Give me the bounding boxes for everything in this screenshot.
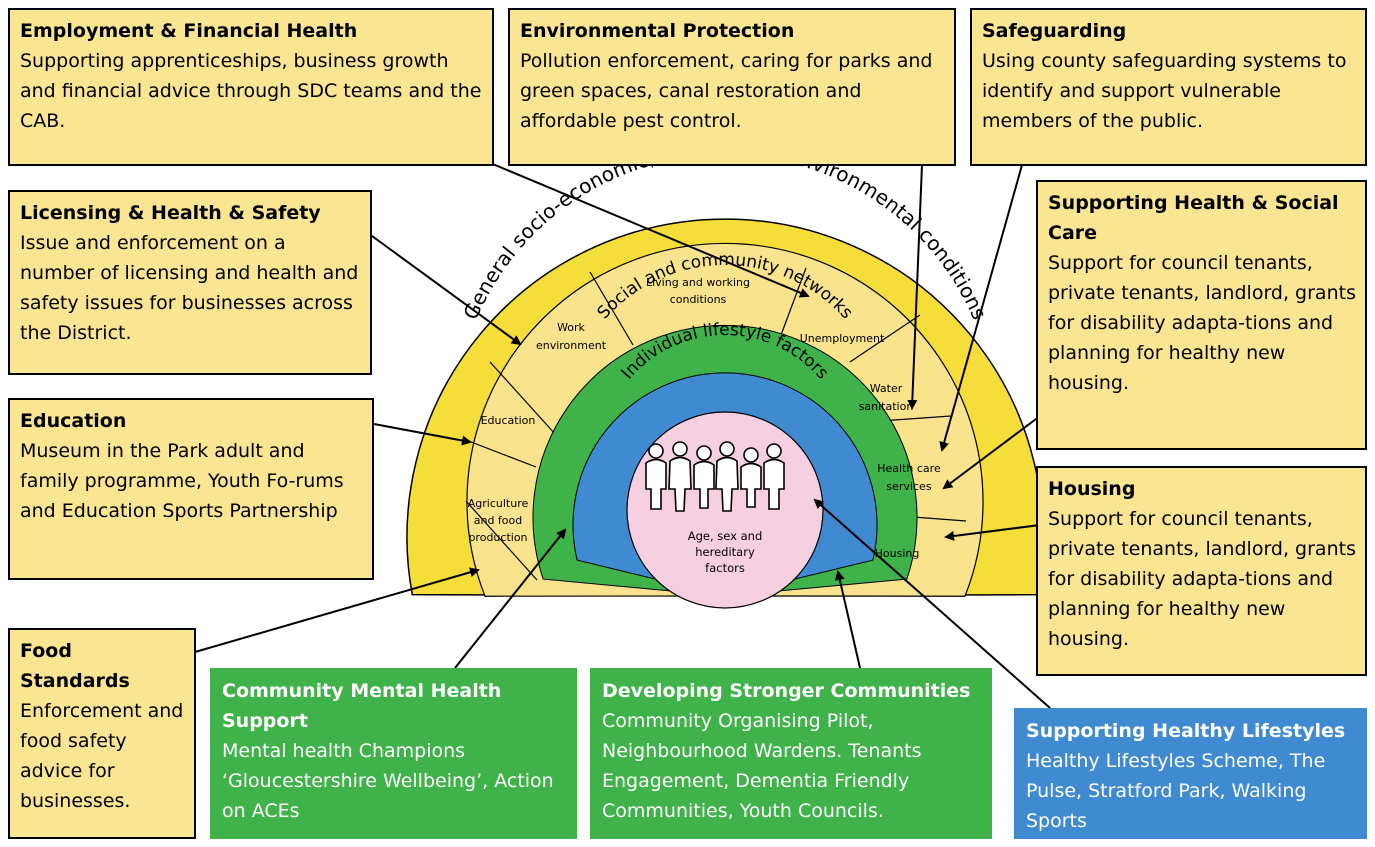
arrow-licensing (371, 235, 522, 346)
sector-housing: Housing (875, 547, 920, 560)
mental-health-box: Community Mental Health Support Mental h… (210, 668, 577, 839)
healthy-lifestyles-box: Supporting Healthy Lifestyles Healthy Li… (1014, 708, 1367, 839)
health-social-care-title: Supporting Health & Social Care (1048, 192, 1339, 244)
safeguarding-body: Using county safeguarding systems to ide… (982, 50, 1347, 132)
environmental-body: Pollution enforcement, caring for parks … (520, 50, 933, 132)
licensing-body: Issue and enforcement on a number of lic… (20, 232, 359, 344)
sector-work-line-1: Work (557, 321, 585, 334)
arrow-environmental (907, 164, 923, 410)
arrow-education (373, 423, 472, 446)
sector-water-line-1: Water (870, 382, 903, 395)
sector-education: Education (481, 414, 536, 427)
arrow-food (194, 567, 480, 653)
core-label-line-1: Age, sex and (688, 529, 763, 543)
arrow-health-social-care (942, 409, 1049, 490)
housing-box: Housing Support for council tenants, pri… (1036, 466, 1367, 676)
stronger-communities-title: Developing Stronger Communities (602, 680, 971, 702)
environmental-box: Environmental Protection Pollution enfor… (508, 8, 956, 166)
sector-agriculture-line-1: Agriculture (468, 497, 529, 510)
arrow-communities (834, 570, 861, 669)
sector-work-line-2: environment (536, 339, 607, 352)
employment-title: Employment & Financial Health (20, 20, 358, 42)
sector-healthcare-line-1: Health care (877, 462, 941, 475)
sector-healthcare-line-2: services (886, 480, 931, 493)
arrow-housing (944, 524, 1041, 541)
healthy-lifestyles-body: Healthy Lifestyles Scheme, The Pulse, St… (1026, 750, 1326, 832)
arrow-lifestyles (813, 498, 1051, 709)
sector-agriculture-line-2: and food (474, 514, 523, 527)
arrow-safeguarding (939, 164, 1023, 452)
employment-box: Employment & Financial Health Supporting… (8, 8, 494, 166)
sector-living-line-2: conditions (670, 293, 727, 306)
food-standards-box: Food Standards Enforcement and food safe… (8, 628, 196, 839)
sector-agriculture-line-3: production (468, 531, 527, 544)
mental-health-title: Community Mental Health Support (222, 680, 502, 732)
mental-health-body: Mental health Champions ‘Gloucestershire… (222, 740, 554, 822)
education-body: Museum in the Park adult and family prog… (20, 440, 344, 522)
sector-living-line-1: Living and working (646, 276, 750, 289)
core-label-line-3: factors (705, 561, 745, 575)
stronger-communities-body: Community Organising Pilot, Neighbourhoo… (602, 710, 922, 822)
healthy-lifestyles-title: Supporting Healthy Lifestyles (1026, 720, 1346, 742)
housing-body: Support for council tenants, private ten… (1048, 508, 1356, 650)
education-title: Education (20, 410, 127, 432)
employment-body: Supporting apprenticeships, business gro… (20, 50, 482, 132)
arrow-employment (487, 161, 810, 298)
safeguarding-box: Safeguarding Using county safeguarding s… (970, 8, 1367, 166)
food-standards-body: Enforcement and food safety advice for b… (20, 700, 184, 812)
housing-title: Housing (1048, 478, 1136, 500)
health-social-care-body: Support for council tenants, private ten… (1048, 252, 1356, 394)
education-box: Education Museum in the Park adult and f… (8, 398, 374, 580)
sector-unemployment: Unemployment (800, 332, 885, 345)
core-label-line-2: hereditary (695, 545, 755, 559)
sector-water-line-2: sanitation (859, 400, 914, 413)
safeguarding-title: Safeguarding (982, 20, 1127, 42)
stronger-communities-box: Developing Stronger Communities Communit… (590, 668, 992, 839)
environmental-title: Environmental Protection (520, 20, 795, 42)
licensing-title: Licensing & Health & Safety (20, 202, 321, 224)
food-standards-title: Food Standards (20, 640, 130, 692)
arrow-mental-health (454, 528, 567, 669)
health-social-care-box: Supporting Health & Social Care Support … (1036, 180, 1367, 450)
people-icon (645, 441, 785, 512)
licensing-box: Licensing & Health & Safety Issue and en… (8, 190, 372, 375)
